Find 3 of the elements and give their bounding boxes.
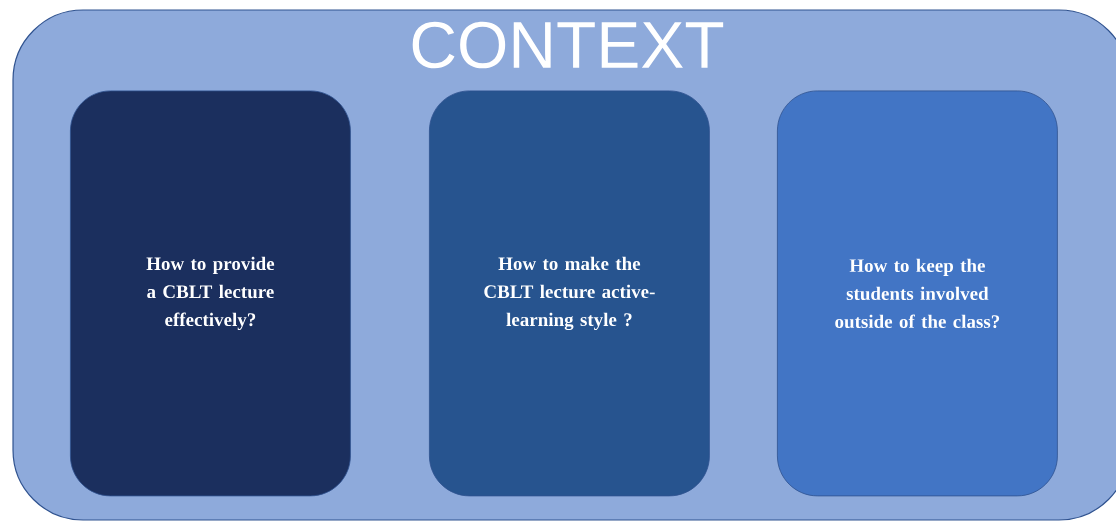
question-box: How to make the CBLT lecture active-learning style ? [429,90,710,497]
question-box: How to provide a CBLT lecture effectively? [70,90,351,497]
question-box: How to keep the students involved outside of the class? [777,90,1058,497]
